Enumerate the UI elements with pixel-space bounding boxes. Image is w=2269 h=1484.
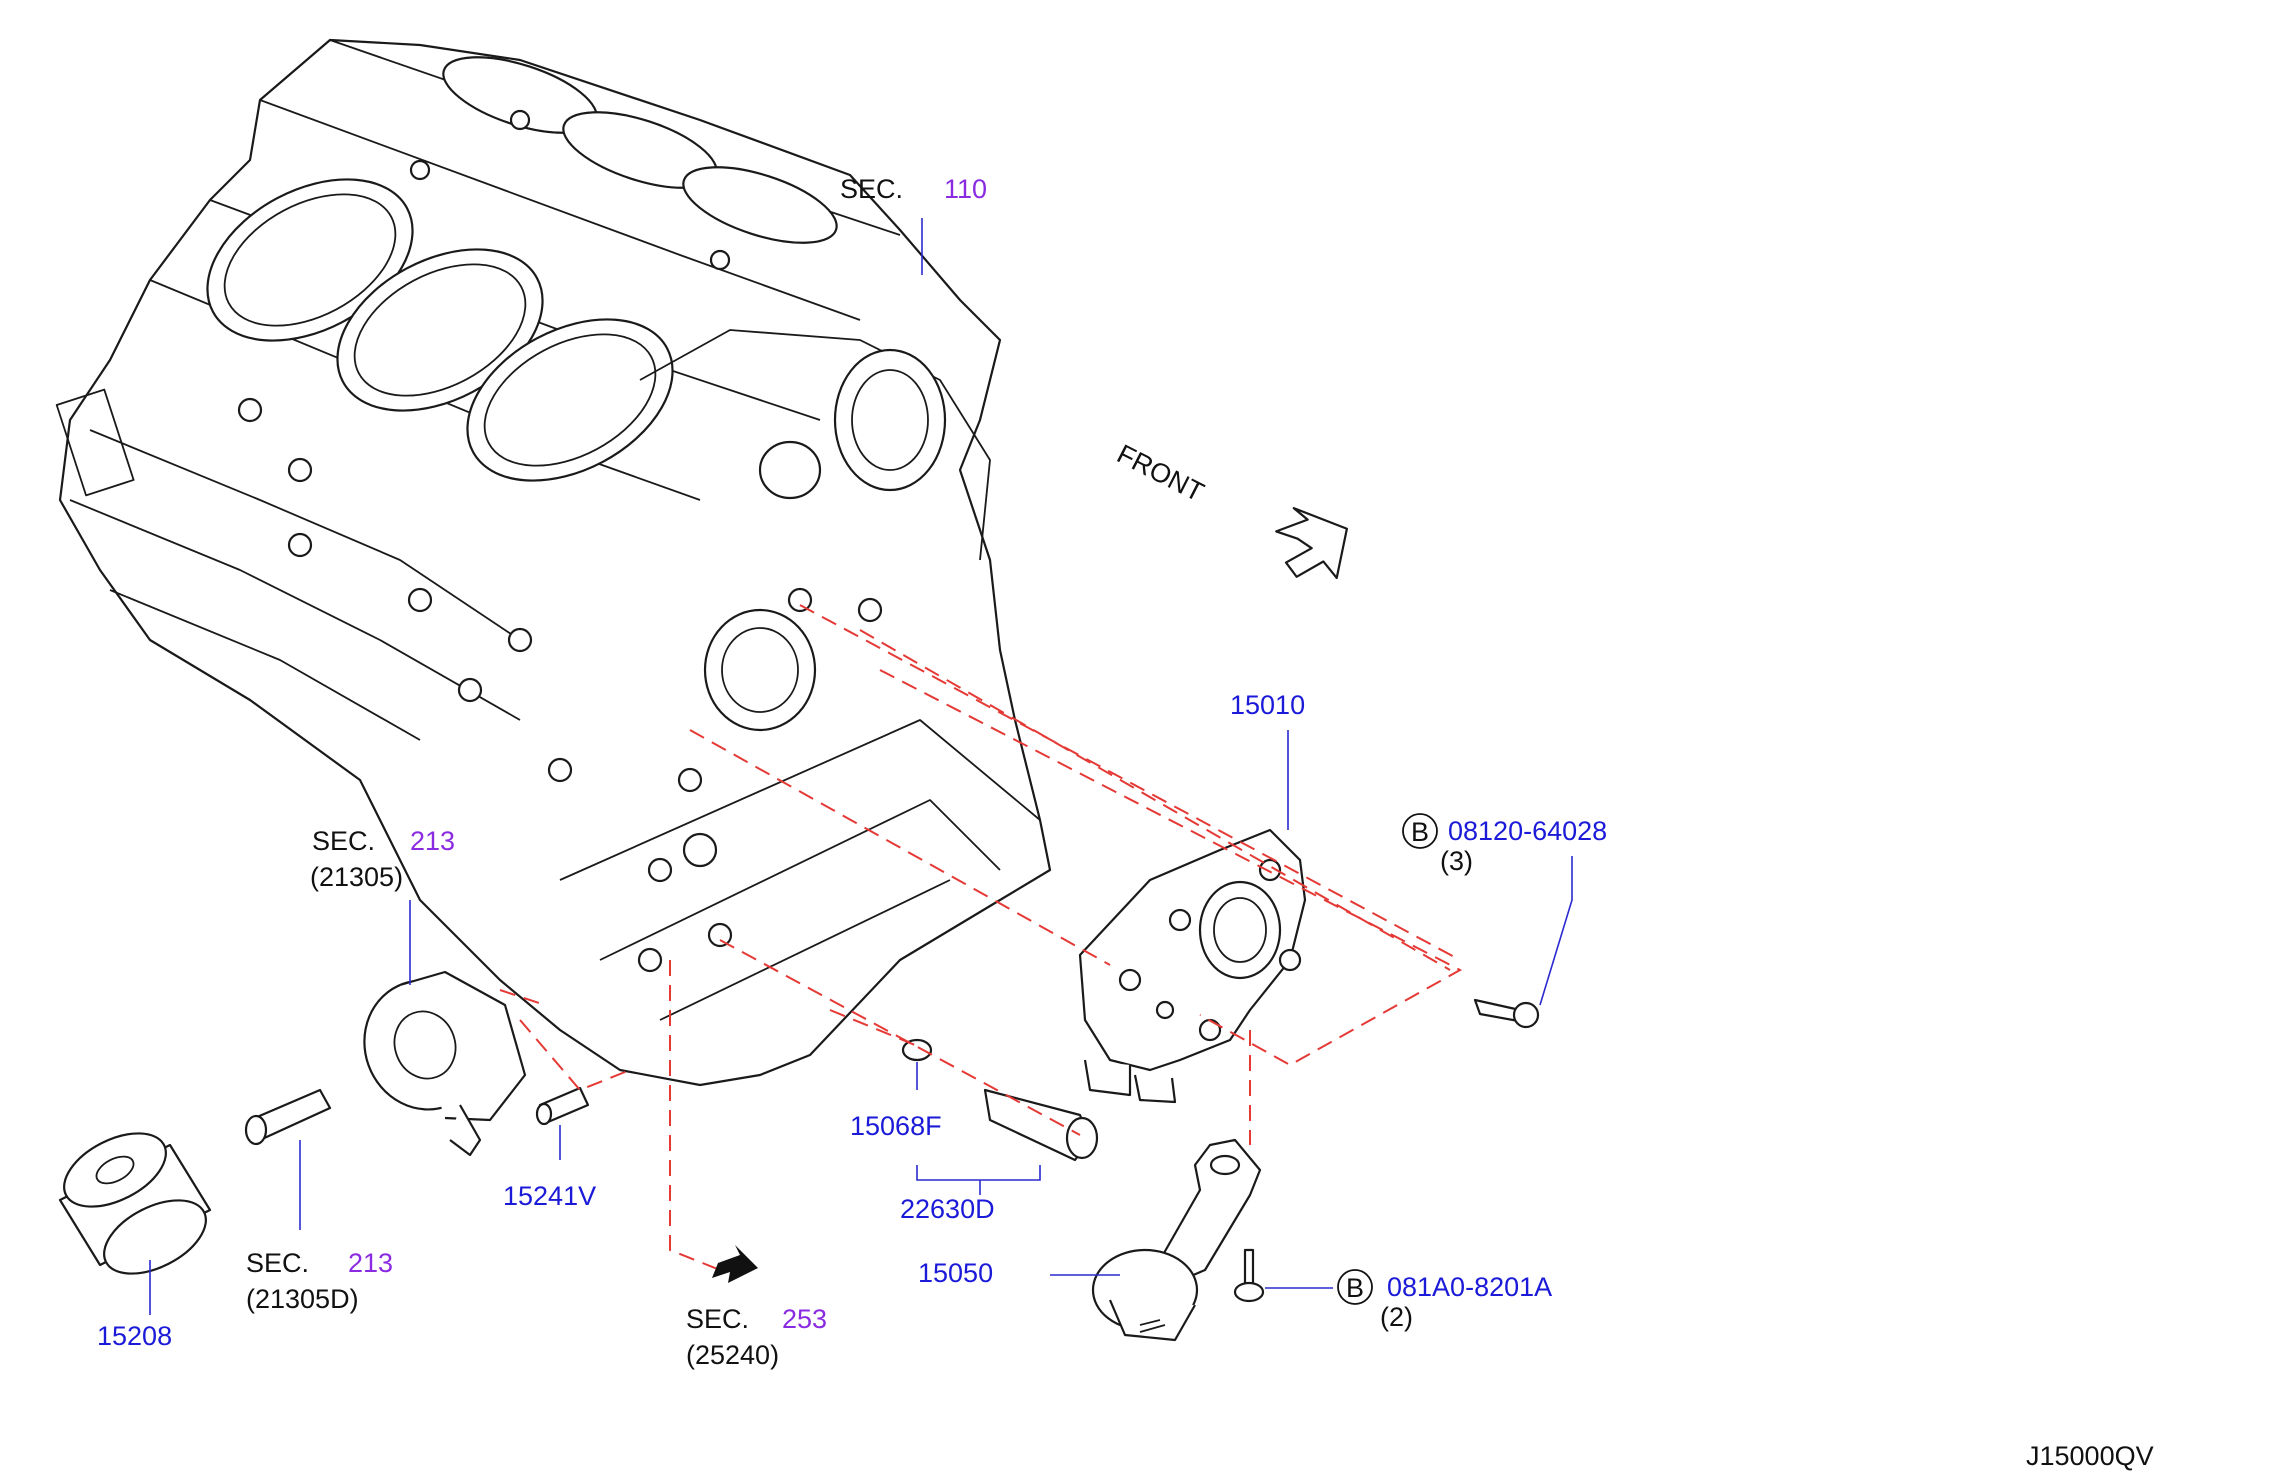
part-15208-label[interactable]: 15208	[97, 1321, 172, 1351]
part-15050-label[interactable]: 15050	[918, 1258, 993, 1288]
bolt-2-illustration	[1233, 1248, 1265, 1303]
diagram-id: J15000QV	[2026, 1441, 2154, 1471]
bolt-1-marker-circle	[1402, 813, 1438, 849]
part-15241V-label[interactable]: 15241V	[503, 1181, 596, 1211]
connector-stud-illustration	[244, 1088, 332, 1146]
oil-pump-illustration	[1078, 828, 1307, 1104]
section-110-callout[interactable]: SEC. 110	[840, 174, 987, 204]
bolt-callout-1[interactable]: B 08120-64028 (3)	[1402, 813, 1607, 876]
bolt-callout-2[interactable]: B 081A0-8201A (2)	[1337, 1269, 1552, 1332]
oil-strainer-illustration	[1091, 1138, 1262, 1342]
bolt-2-marker: B	[1346, 1273, 1364, 1303]
section-213-callout-top[interactable]: SEC. 213 (21305)	[310, 826, 455, 892]
oil-filter-illustration	[58, 1132, 212, 1275]
leader-lines	[149, 218, 1573, 1315]
bolt-1-qty: (3)	[1440, 846, 1473, 876]
assembly-dashed-lines	[499, 604, 1463, 1271]
section-253-number[interactable]: 253	[782, 1304, 827, 1334]
part-22630D-label[interactable]: 22630D	[900, 1194, 995, 1224]
oil-cooler-illustration	[363, 970, 527, 1157]
section-110-number[interactable]: 110	[944, 174, 987, 204]
bolt-1-marker: B	[1411, 817, 1429, 847]
section-253-prefix: SEC.	[686, 1304, 749, 1334]
section-213-bottom-number[interactable]: 213	[348, 1248, 393, 1278]
part-15010-label[interactable]: 15010	[1230, 690, 1305, 720]
bolt-2-qty: (2)	[1380, 1302, 1413, 1332]
part-15068F-label[interactable]: 15068F	[850, 1111, 942, 1141]
section-213-callout-bottom[interactable]: SEC. 213 (21305D)	[246, 1248, 393, 1314]
section-213-bottom-sub: (21305D)	[246, 1284, 359, 1314]
bolt-1-number[interactable]: 08120-64028	[1448, 816, 1607, 846]
front-direction-arrow-icon	[1275, 507, 1348, 580]
cylinder-block-illustration	[55, 38, 1052, 1087]
bolt-2-marker-circle	[1337, 1269, 1373, 1305]
section-253-sub: (25240)	[686, 1340, 779, 1370]
section-213-bottom-prefix: SEC.	[246, 1248, 309, 1278]
section-253-arrow-icon	[712, 1245, 758, 1283]
relief-plug-illustration	[535, 1086, 590, 1126]
oil-pressure-sensor-illustration	[901, 1038, 1099, 1162]
section-110-prefix: SEC.	[840, 174, 903, 204]
bolt-1-illustration	[1473, 998, 1540, 1029]
front-label: FRONT	[1112, 439, 1208, 508]
section-253-callout[interactable]: SEC. 253 (25240)	[686, 1304, 827, 1370]
section-213-top-sub: (21305)	[310, 862, 403, 892]
bolt-2-number[interactable]: 081A0-8201A	[1387, 1272, 1552, 1302]
section-213-top-number[interactable]: 213	[410, 826, 455, 856]
section-213-top-prefix: SEC.	[312, 826, 375, 856]
